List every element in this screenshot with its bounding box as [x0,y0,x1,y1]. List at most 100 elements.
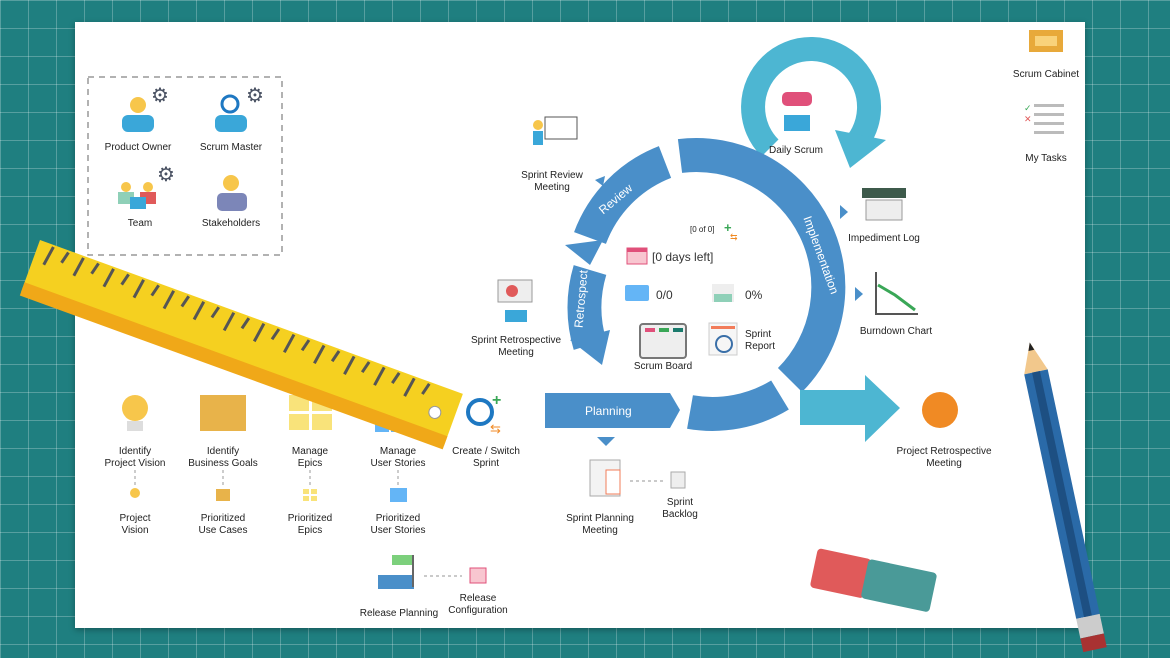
sprint-planning-icon [589,459,621,497]
burndown-icon [875,272,918,315]
daily-scrum-loop [741,37,882,159]
business-goals-icon [200,395,246,501]
sprint-backlog[interactable]: Sprint Backlog [662,497,698,520]
release-configuration[interactable]: Release Configuration [448,593,508,616]
my-tasks-icon: ✓✕ [1024,103,1064,134]
sprint-review-icon [533,116,578,145]
ruler-tick [252,322,266,343]
ruler-tick [300,339,311,352]
ruler-tick [373,366,386,386]
scrum-master-gear-icon[interactable]: ⚙ [246,85,264,107]
product-owner-icon [122,97,154,132]
ruler-tick [210,306,221,319]
add-switch-sprint-small-icon: +⇆ [724,220,738,242]
cycle-review-arc [574,146,672,245]
role-scrum-master[interactable]: Scrum Master [199,142,263,153]
team-gear-icon[interactable]: ⚙ [157,164,175,186]
release-planning[interactable]: Release Planning [359,608,439,619]
role-stakeholders[interactable]: Stakeholders [201,218,261,229]
cycle-planning-label[interactable]: Planning [585,404,632,418]
ruler-tick [120,273,130,286]
project-exit-arrow [800,375,900,442]
svg-text:⇆: ⇆ [730,232,738,242]
project-vision-icon [122,395,148,498]
sprint-report-icon [708,322,738,356]
ruler-tick [360,361,371,374]
ruler-tick [150,284,160,297]
ruler-tick [42,246,55,266]
pencil-decoration [1024,342,1107,653]
calendar-icon [626,247,648,265]
identify-project-vision[interactable]: Identify Project Vision [104,446,166,469]
manage-user-stories[interactable]: Manage User Stories [370,446,426,469]
svg-text:+: + [724,220,732,235]
sprint-retro-icon [497,279,533,322]
svg-text:+: + [492,392,501,409]
release-config-icon [469,567,487,584]
identify-business-goals[interactable]: Identify Business Goals [188,446,258,469]
ruler-tick [60,251,70,264]
impediment-icon [862,188,906,221]
ruler-tick [270,328,281,341]
role-product-owner[interactable]: Product Owner [104,142,172,153]
role-team[interactable]: Team [127,218,153,229]
my-tasks[interactable]: My Tasks [1025,153,1067,164]
product-owner-gear-icon[interactable]: ⚙ [151,85,169,107]
project-retro-icon [922,392,958,428]
burndown-chart[interactable]: Burndown Chart [859,326,933,337]
svg-text:✓: ✓ [1024,103,1032,113]
team-icon [118,182,156,209]
prioritized-use-cases[interactable]: Prioritized Use Cases [198,513,248,536]
ruler-tick [343,355,356,375]
svg-text:⇆: ⇆ [490,421,501,436]
tasks-count: 0/0 [656,288,673,302]
create-switch-sprint-icon: +⇆ [466,392,501,436]
ruler-tick [72,257,85,277]
manage-epics[interactable]: Manage Epics [291,446,329,469]
roles-box [87,76,283,256]
stakeholders-icon [217,175,247,211]
prioritized-epics[interactable]: Prioritized Epics [287,513,333,536]
ruler-tick [180,295,190,308]
days-left: [0 days left] [652,250,714,264]
daily-scrum[interactable]: Daily Scrum [769,145,823,156]
scrum-master-icon [215,94,247,132]
sprint-review-meeting[interactable]: Sprint Review Meeting [521,170,583,193]
cycle-bottom-arc [687,380,789,431]
create-switch-sprint[interactable]: Create / Switch Sprint [452,446,520,469]
eraser-decoration [810,548,937,612]
scrum-board-icon [639,323,687,359]
ruler-tick [132,279,145,299]
ruler-tick [391,372,401,384]
ruler-tick [222,311,236,332]
ruler-tick [421,382,431,395]
cycle-implementation-arc [677,138,846,392]
planning-arrow [545,393,680,428]
project-retrospective-meeting[interactable]: Project Retrospective Meeting [896,446,992,469]
ruler-tick [403,377,416,397]
sprint-counter[interactable]: [0 of 0] [690,225,715,234]
sprint-planning-meeting[interactable]: Sprint Planning Meeting [566,513,634,536]
ruler-tick [240,317,251,330]
daily-scrum-arrowhead [835,130,886,168]
ruler-tick [162,290,176,310]
ruler-decoration [19,240,463,450]
prioritized-user-stories[interactable]: Prioritized User Stories [370,513,426,536]
ruler-tick [90,262,100,275]
daily-scrum-icon [782,92,812,131]
tasks-icon [625,285,649,301]
progress-icon [712,284,734,302]
ruler-tick [282,333,296,354]
ruler-tick [330,350,341,363]
scrum-cabinet-icon [1029,30,1063,52]
sprint-report-label[interactable]: Sprint Report [745,329,776,352]
release-planning-icon [378,555,414,589]
scrum-cabinet[interactable]: Scrum Cabinet [1012,69,1080,80]
ruler-tick [102,268,115,288]
sprint-retrospective-meeting[interactable]: Sprint Retrospective Meeting [470,335,562,358]
ruler-tick [192,301,206,321]
project-vision[interactable]: Project Vision [119,513,151,536]
impediment-log[interactable]: Impediment Log [848,233,920,244]
scrum-board-label[interactable]: Scrum Board [633,361,693,372]
